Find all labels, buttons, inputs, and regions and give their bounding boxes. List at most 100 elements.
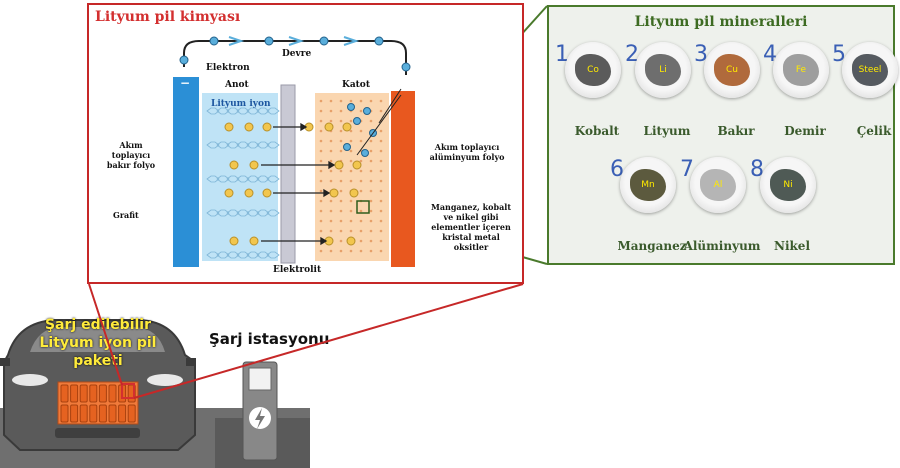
cathode-lattice-dot <box>329 119 333 123</box>
cell-diagram <box>173 36 415 267</box>
cathode-lattice-dot <box>339 109 343 113</box>
mineral-image: Co <box>565 42 621 98</box>
graphite-hex <box>206 209 220 217</box>
mineral-symbol: Ni <box>783 180 793 190</box>
cathode-lattice-dot <box>339 229 343 233</box>
headlight-right <box>147 374 183 386</box>
cathode-lattice-dot <box>349 129 353 133</box>
mineral-name: Alüminyum <box>683 239 761 253</box>
cathode-lattice-dot <box>369 199 373 203</box>
mineral-image: Steel <box>842 42 898 98</box>
cathode-lattice-dot <box>329 229 333 233</box>
battery-cells <box>60 384 136 423</box>
graphite-hex <box>206 141 220 149</box>
cathode-lattice-dot <box>329 99 333 103</box>
graphite-hex <box>236 107 250 115</box>
cathode-lattice-dot <box>359 209 363 213</box>
battery-cell <box>118 404 127 423</box>
collector-right-label: Akım toplayıcı alüminyum folyo <box>429 142 505 162</box>
circuit-wire <box>183 40 407 75</box>
lithium-ions <box>224 122 362 246</box>
graphite-hex <box>216 251 230 259</box>
cathode-lattice <box>319 99 383 253</box>
graphite-hex <box>216 107 230 115</box>
cathode-lattice-dot <box>369 159 373 163</box>
cathode-lattice-dot <box>339 139 343 143</box>
battery-cell <box>60 384 69 403</box>
cathode-lattice-dot <box>369 249 373 253</box>
graphite-hex <box>236 251 250 259</box>
cathode-lattice-dot <box>339 199 343 203</box>
cathode-lattice-dot <box>379 109 383 113</box>
cathode-lattice-dot <box>319 189 323 193</box>
cathode-collector <box>391 91 415 267</box>
cathode-lattice-dot <box>359 99 363 103</box>
graphite-hex <box>246 209 260 217</box>
mirror-left <box>0 358 10 366</box>
mineral-sample: Ni <box>770 169 806 201</box>
minerals-title: Lityum pil mineralleri <box>634 14 808 30</box>
cathode-lattice-dot <box>319 199 323 203</box>
graphite-layers <box>206 107 280 259</box>
circuit-label: Devre <box>282 49 312 59</box>
charging-station-label: Şarj istasyonu <box>209 330 330 348</box>
graphite-hex <box>256 209 270 217</box>
cathode-lattice-dot <box>369 149 373 153</box>
mineral-name: Nikel <box>773 239 811 253</box>
mineral-sample: Cu <box>714 54 750 86</box>
graphite-hex <box>216 209 230 217</box>
graphite-hex <box>236 209 250 217</box>
mineral-sample: Mn <box>630 169 666 201</box>
mineral-sample: Al <box>700 169 736 201</box>
mineral-symbol: Cu <box>726 65 738 75</box>
graphite-hex <box>236 141 250 149</box>
mineral-image: Cu <box>704 42 760 98</box>
cathode-lattice-dot <box>319 169 323 173</box>
cathode-lattice-dot <box>369 209 373 213</box>
cathode-lattice-dot <box>339 249 343 253</box>
mineral-name: Çelik <box>856 124 892 138</box>
cathode-lattice-dot <box>349 139 353 143</box>
car-scene <box>0 319 310 468</box>
cathode-lattice-dot <box>369 239 373 243</box>
separator <box>280 84 296 264</box>
electron-path <box>356 88 402 156</box>
cathode-lattice-dot <box>379 139 383 143</box>
graphite-hex <box>226 251 240 259</box>
cathode-lattice-dot <box>359 109 363 113</box>
connector-red-left <box>88 283 123 386</box>
cathode-lattice-dot <box>379 209 383 213</box>
mineral-sample: Li <box>645 54 681 86</box>
anode-collector <box>173 77 199 267</box>
cathode-lattice-dot <box>379 199 383 203</box>
battery-cell <box>79 404 88 423</box>
cathode-lattice-dot <box>379 99 383 103</box>
cathode-lattice-dot <box>339 99 343 103</box>
mineral-image: Li <box>635 42 691 98</box>
graphite-hex <box>256 107 270 115</box>
lithium-ion-label: Lityum iyon <box>211 99 271 109</box>
zoom-square <box>356 200 370 214</box>
mineral-symbol: Li <box>659 65 667 75</box>
circuit-arrows <box>228 36 360 46</box>
cathode-lattice-dot <box>319 249 323 253</box>
cathode-lattice-dot <box>339 129 343 133</box>
graphite-hex <box>266 209 280 217</box>
ion-arrows <box>261 122 336 246</box>
graphite-hex <box>206 251 220 259</box>
cathode-lattice-dot <box>339 219 343 223</box>
lightning-icon <box>255 408 265 429</box>
cathode-lattice-dot <box>329 139 333 143</box>
mineral-name: Manganez <box>617 239 687 253</box>
graphite-hex <box>246 251 260 259</box>
cathode-lattice-dot <box>369 189 373 193</box>
cathode-lattice-dot <box>379 219 383 223</box>
cathode-lattice-dot <box>319 99 323 103</box>
battery-chemistry-panel: Lityum pil kimyası <box>87 3 524 284</box>
cathode-lattice-dot <box>379 129 383 133</box>
car-grille <box>55 428 140 438</box>
cathode-lattice-dot <box>329 169 333 173</box>
battery-cell <box>60 404 69 423</box>
cathode-lattice-dot <box>359 219 363 223</box>
cathode-lattice-dot <box>329 109 333 113</box>
